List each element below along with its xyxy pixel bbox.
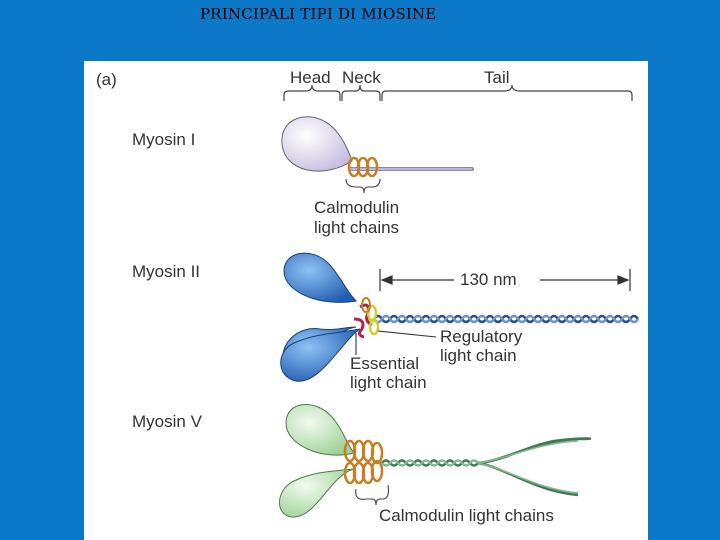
myosin-i-light-chains (347, 156, 379, 178)
myosin-ii-head-lower-bulb (280, 328, 361, 382)
myosin-v-head-lower (279, 468, 355, 518)
myosin-ii-molecule (280, 252, 640, 382)
myosin-i-head (281, 116, 353, 172)
myosin-ii-tail (372, 314, 640, 324)
myosin-diagram (279, 84, 640, 518)
myosin-i-molecule (281, 116, 474, 194)
regulatory-label-line1: Regulatory (440, 327, 523, 346)
myosin-v-molecule (279, 404, 592, 518)
slide-title: PRINCIPALI TIPI DI MIOSINE (200, 5, 437, 23)
myosin-i-label: Myosin I (132, 130, 196, 149)
region-brackets (283, 84, 633, 101)
myosin-v-label: Myosin V (132, 412, 202, 431)
region-tail-label: Tail (484, 68, 510, 87)
myosin-ii-head-upper (283, 252, 358, 303)
myosin-v-light-chains (343, 439, 384, 485)
myosin-ii-length: 130 nm (460, 270, 517, 289)
myosin-v-tail (381, 437, 592, 497)
myosin-v-annotation: Calmodulin light chains (379, 506, 554, 525)
panel-label: (a) (96, 70, 117, 89)
myosin-ii-label: Myosin II (132, 262, 201, 281)
myosin-v-bracket (355, 484, 390, 506)
myosin-i-annotation-line2: light chains (314, 218, 400, 237)
essential-label-line1: Essential (350, 354, 419, 373)
regulatory-leader (377, 330, 437, 338)
regulatory-label-line2: light chain (440, 346, 517, 365)
myosin-figure: (a) Head Neck Tail Myosin I Calmodulin l… (84, 61, 648, 540)
myosin-i-annotation-line1: Calmodulin (314, 198, 400, 217)
essential-label-line2: light chain (350, 373, 427, 392)
region-neck-label: Neck (342, 68, 381, 87)
myosin-ii-regulatory-light-chains (366, 304, 380, 336)
region-head-label: Head (290, 68, 331, 87)
myosin-v-head-upper (285, 404, 355, 456)
length-dimension (379, 269, 631, 291)
